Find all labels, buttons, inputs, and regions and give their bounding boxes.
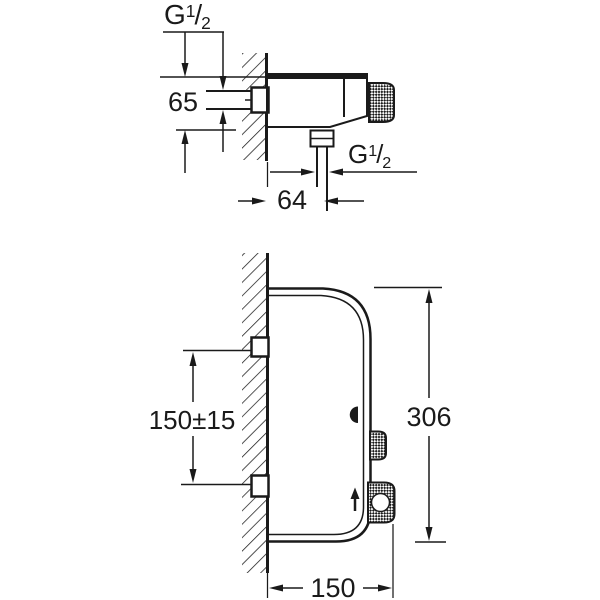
dim-outlet-thread-callout <box>270 168 417 176</box>
dim-65 <box>160 32 266 173</box>
thermostat-body-profile <box>250 287 396 543</box>
thread-numerator: 1 <box>368 142 378 161</box>
arrow-up-icon <box>189 352 197 366</box>
thread-denominator: 2 <box>382 153 392 172</box>
arrow-down-icon <box>425 527 433 541</box>
arrow-left-icon <box>329 168 343 176</box>
arrow-down-icon <box>181 63 189 77</box>
arrow-down-icon <box>189 469 197 483</box>
arrow-left-icon <box>324 197 338 205</box>
dim-150-depth <box>266 524 394 598</box>
flow-arrow-icon <box>350 487 360 511</box>
dim-label-64: 64 <box>266 187 318 214</box>
arrow-down-icon <box>219 76 227 90</box>
thread-numerator: 1 <box>185 0 196 21</box>
knurled-knob-top <box>368 82 395 123</box>
thread-prefix: G <box>164 0 186 30</box>
wall-union-lower <box>250 474 270 498</box>
dim-label-connection-spacing: 150±15 <box>144 407 240 433</box>
arrow-right-icon <box>301 168 315 176</box>
knob-button <box>370 492 391 513</box>
outlet-thread-size-label: G1/2 <box>348 139 391 171</box>
thread-slash: / <box>376 141 384 169</box>
thread-prefix: G <box>348 139 369 169</box>
dim-connection-spacing <box>181 349 252 486</box>
knurled-knob-upper <box>369 430 387 461</box>
dim-306 <box>374 286 446 543</box>
dim-inlet-thread-callout <box>163 31 227 152</box>
arrow-left-icon <box>269 584 283 592</box>
dim-label-65: 65 <box>160 89 206 116</box>
arrow-right-icon <box>252 197 266 205</box>
wall-union-upper <box>250 336 270 358</box>
thread-slash: / <box>194 0 203 30</box>
thread-denominator: 2 <box>201 12 211 33</box>
arrow-up-icon <box>181 130 189 144</box>
inlet-thread-size-label: G1/2 <box>164 0 211 32</box>
outlet-mark-icon <box>349 406 358 423</box>
dim-label-150-depth: 150 <box>306 575 360 600</box>
inlet-pipe-top <box>203 86 270 114</box>
wall-section-bottom <box>242 253 269 573</box>
arrow-up-icon <box>425 289 433 303</box>
arrow-up-icon <box>219 110 227 124</box>
valve-body-top <box>266 73 395 211</box>
dim-label-306: 306 <box>400 404 458 431</box>
arrow-right-icon <box>378 584 392 592</box>
